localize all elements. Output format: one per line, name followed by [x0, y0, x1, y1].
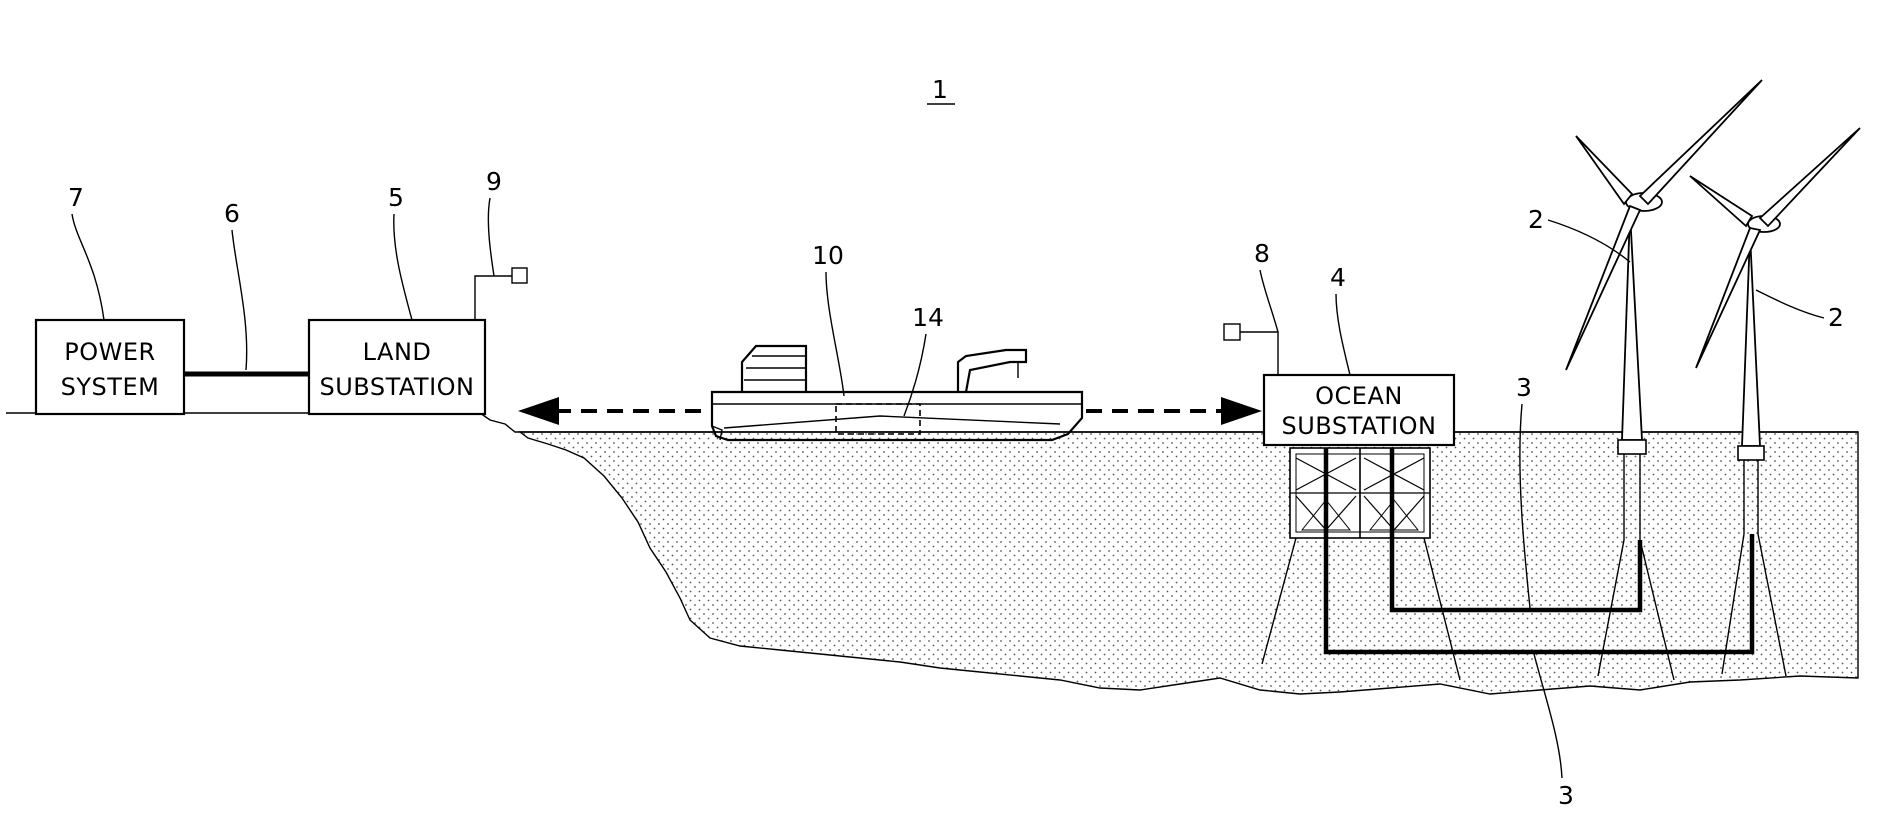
leader-vessel — [826, 272, 844, 396]
leader-turbine-right — [1756, 290, 1824, 318]
turbine-left-blade-left — [1576, 136, 1632, 204]
leader-land-antenna — [488, 198, 494, 276]
sea-area — [520, 432, 1858, 694]
vessel-wheelhouse — [742, 346, 806, 392]
leader-power-system — [72, 214, 104, 320]
turbine-right-blade-up — [1760, 128, 1860, 226]
figure-number: 1 — [932, 75, 948, 104]
land-antenna-icon — [512, 268, 527, 283]
turbine-left-tower — [1622, 212, 1642, 440]
ref-numeral-turbine-left: 2 — [1528, 205, 1544, 234]
power-system-label-line2: SYSTEM — [61, 373, 160, 401]
ref-numeral-turbine-right: 2 — [1828, 303, 1844, 332]
leader-ocean-substation — [1336, 294, 1350, 375]
leader-land-substation — [394, 214, 412, 320]
ocean-substation-label-line1: OCEAN — [1315, 382, 1403, 410]
leader-ocean-antenna — [1260, 270, 1278, 332]
ref-numeral-vessel: 10 — [812, 241, 844, 270]
land-ground-line — [6, 413, 520, 432]
ref-numeral-ocean-antenna: 8 — [1254, 239, 1270, 268]
leader-power-line — [232, 230, 247, 370]
ref-numeral-cable-lower: 3 — [1558, 781, 1574, 810]
ocean-arrowhead-icon — [1221, 397, 1262, 425]
ref-numeral-land-antenna: 9 — [486, 167, 502, 196]
turbine-right-blade-left — [1690, 176, 1752, 226]
ocean-antenna-mast — [1240, 332, 1278, 375]
land-substation-label-line1: LAND — [363, 338, 432, 366]
ocean-substation-label-line2: SUBSTATION — [1281, 412, 1436, 440]
turbine-right-tower — [1742, 234, 1760, 446]
ref-numeral-power-line: 6 — [224, 199, 240, 228]
vessel-waterline — [724, 416, 1060, 428]
ref-numeral-vessel-inner-unit: 14 — [912, 303, 944, 332]
land-substation-label-line2: SUBSTATION — [319, 373, 474, 401]
ref-numeral-land-substation: 5 — [388, 183, 404, 212]
land-antenna-mast — [475, 276, 512, 320]
ref-numeral-cable-upper: 3 — [1516, 373, 1532, 402]
vessel-crane — [958, 350, 1026, 392]
power-system-label-line1: POWER — [64, 338, 155, 366]
land-arrowhead-icon — [518, 397, 559, 425]
service-vessel — [712, 346, 1082, 440]
ref-numeral-ocean-substation: 4 — [1330, 263, 1346, 292]
ocean-antenna-icon — [1224, 324, 1240, 340]
ref-numeral-power-system: 7 — [68, 183, 84, 212]
